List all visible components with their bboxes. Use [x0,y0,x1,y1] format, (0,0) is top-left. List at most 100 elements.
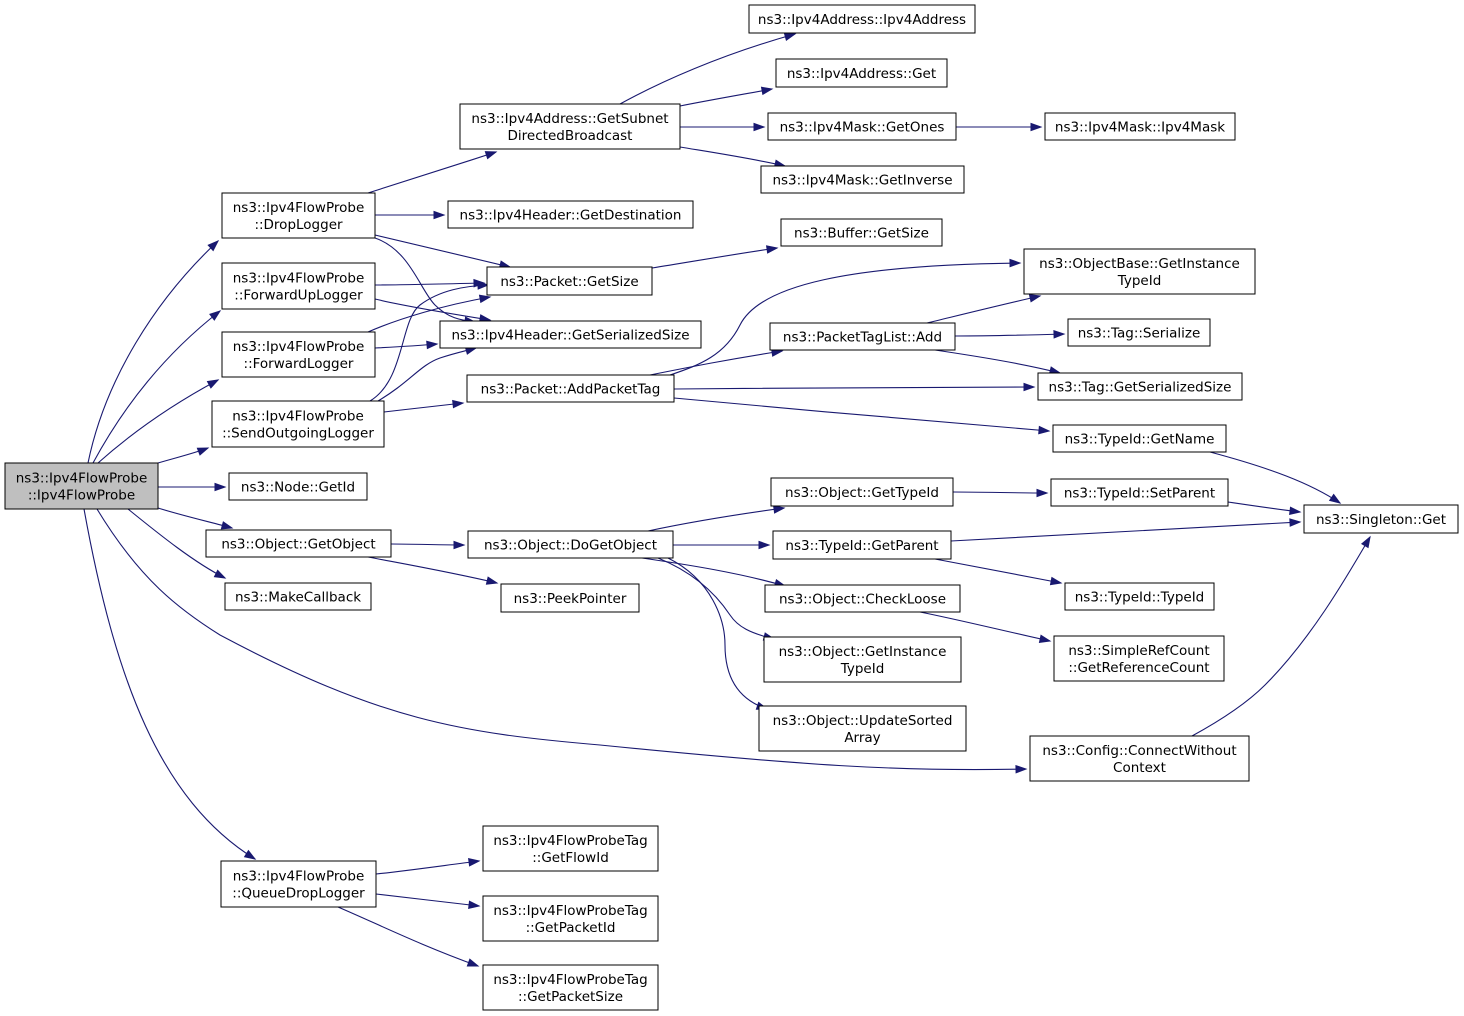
node-label: ns3::TypeId::SetParent [1064,486,1215,502]
node-droplogger[interactable]: ns3::Ipv4FlowProbe::DropLogger [221,192,376,239]
edge-line [374,282,485,286]
node-box [1303,504,1459,534]
node-box [1064,582,1215,611]
node-maskgetinv[interactable]: ns3::Ipv4Mask::GetInverse [760,165,965,194]
node-objcheckloose[interactable]: ns3::Object::CheckLoose [764,584,961,613]
edge-root-to-makecallback [127,508,227,579]
node-box [1053,635,1225,682]
edge-arrowhead [196,447,210,456]
node-peekpointer[interactable]: ns3::PeekPointer [500,583,640,613]
node-box [767,112,957,141]
node-taggetsersize[interactable]: ns3::Tag::GetSerializedSize [1037,372,1243,401]
edge-line [1209,451,1341,504]
edge-arrowhead [433,210,446,220]
node-label: ns3::Object::UpdateSorted [773,713,953,729]
node-label: ::Ipv4FlowProbe [28,488,135,504]
node-singletonget[interactable]: ns3::Singleton::Get [1303,504,1459,534]
edge-arrowhead [209,310,222,321]
edge-line [641,557,786,587]
edge-pktaddtag-to-pkttaglistadd [649,348,784,376]
edge-objgettypeid-to-typeidsetparent [952,488,1049,498]
edge-typeidsetparent-to-singletonget [1227,501,1302,516]
node-dogetobject[interactable]: ns3::Object::DoGetObject [467,530,674,559]
node-sendlogger[interactable]: ns3::Ipv4FlowProbe::SendOutgoingLogger [211,400,385,448]
node-box [748,4,976,34]
node-box [482,964,659,1011]
edge-arrowhead [1023,382,1036,392]
edge-root-to-fwduplogger [92,310,222,464]
node-tagflowid[interactable]: ns3::Ipv4FlowProbeTag::GetFlowId [482,825,659,872]
edge-line [954,333,1065,337]
node-pktgetsize[interactable]: ns3::Packet::GetSize [486,266,653,296]
node-objgettypeid[interactable]: ns3::Object::GetTypeId [770,477,954,507]
node-queuedrop[interactable]: ns3::Ipv4FlowProbe::QueueDropLogger [220,860,377,908]
edge-line [375,860,480,875]
node-label: ::GetPacketId [526,920,616,936]
edge-arrowhead [243,849,257,860]
edge-root-to-objgetobject [157,507,234,530]
node-typeidsetparent[interactable]: ns3::TypeId::SetParent [1050,478,1229,507]
edge-pktaddtag-to-taggetsersize [673,382,1036,392]
node-typeidtypeid[interactable]: ns3::TypeId::TypeId [1064,582,1215,611]
node-label: ns3::Ipv4Mask::GetInverse [772,173,952,189]
node-label: ns3::PacketTagList::Add [783,330,942,346]
node-ipv4hdrdest[interactable]: ns3::Ipv4Header::GetDestination [447,200,694,229]
node-label: ns3::SimpleRefCount [1068,643,1209,659]
node-label: ::ForwardUpLogger [234,288,363,304]
node-ipv4hdrser[interactable]: ns3::Ipv4Header::GetSerializedSize [439,320,702,349]
node-box [770,477,954,507]
node-box [224,582,372,611]
node-box [1029,735,1250,782]
node-box [221,262,376,310]
edge-line [673,397,1050,432]
node-maskgetones[interactable]: ns3::Ipv4Mask::GetOnes [767,112,957,141]
edge-arrowhead [1049,576,1063,586]
node-nodegetid[interactable]: ns3::Node::GetId [228,472,368,501]
node-buffergetsize[interactable]: ns3::Buffer::GetSize [780,218,943,247]
node-label: ns3::TypeId::GetName [1065,432,1215,448]
edge-arrowhead [1053,329,1066,339]
node-box [467,530,674,559]
nodes: ns3::Ipv4FlowProbe::Ipv4FlowProbens3::Ip… [4,4,1459,1011]
node-box [211,400,385,448]
node-typeidgetname[interactable]: ns3::TypeId::GetName [1052,424,1227,453]
node-pkttaglistadd[interactable]: ns3::PacketTagList::Add [769,322,956,351]
node-typeidgetparent[interactable]: ns3::TypeId::GetParent [772,530,952,560]
node-fwdlogger[interactable]: ns3::Ipv4FlowProbe::ForwardLogger [221,331,376,378]
edge-dogetobject-to-objgettypeid [647,505,786,532]
node-label: ns3::Ipv4Mask::Ipv4Mask [1055,120,1225,136]
node-tagpacketid[interactable]: ns3::Ipv4FlowProbeTag::GetPacketId [482,895,659,942]
node-box [763,636,962,683]
edge-line [337,906,479,967]
edge-line [367,556,498,584]
node-ipv4addrctor[interactable]: ns3::Ipv4Address::Ipv4Address [748,4,976,34]
edge-line [669,262,1021,376]
node-root[interactable]: ns3::Ipv4FlowProbe::Ipv4FlowProbe [4,462,159,510]
node-ipv4addrget[interactable]: ns3::Ipv4Address::Get [775,58,948,88]
node-makecallback[interactable]: ns3::MakeCallback [224,582,372,611]
node-pktaddtag[interactable]: ns3::Packet::AddPacketTag [466,374,675,403]
node-label: ns3::TypeId::GetParent [785,538,938,554]
node-fwduplogger[interactable]: ns3::Ipv4FlowProbe::ForwardUpLogger [221,262,376,310]
edge-maskgetones-to-maskctor [956,122,1043,132]
node-tagserialize[interactable]: ns3::Tag::Serialize [1067,318,1211,347]
node-label: ::QueueDropLogger [232,886,365,902]
node-subnetbcast[interactable]: ns3::Ipv4Address::GetSubnetDirectedBroad… [459,103,681,150]
edge-queuedrop-to-tagflowid [375,858,481,875]
edge-pktaddtag-to-objbasegetinst [669,258,1022,376]
edge-arrowhead [1328,493,1342,504]
edge-line [952,491,1048,494]
edge-line [667,557,768,710]
node-maskctor[interactable]: ns3::Ipv4Mask::Ipv4Mask [1044,112,1236,141]
edge-objgetobject-to-dogetobject [390,540,466,550]
node-objgetobject[interactable]: ns3::Object::GetObject [205,529,392,558]
node-label: ns3::Ipv4FlowProbeTag [493,903,647,919]
edge-line [96,508,1027,771]
node-refcount[interactable]: ns3::SimpleRefCount::GetReferenceCount [1053,635,1225,682]
node-tagpacketsize[interactable]: ns3::Ipv4FlowProbeTag::GetPacketSize [482,964,659,1011]
